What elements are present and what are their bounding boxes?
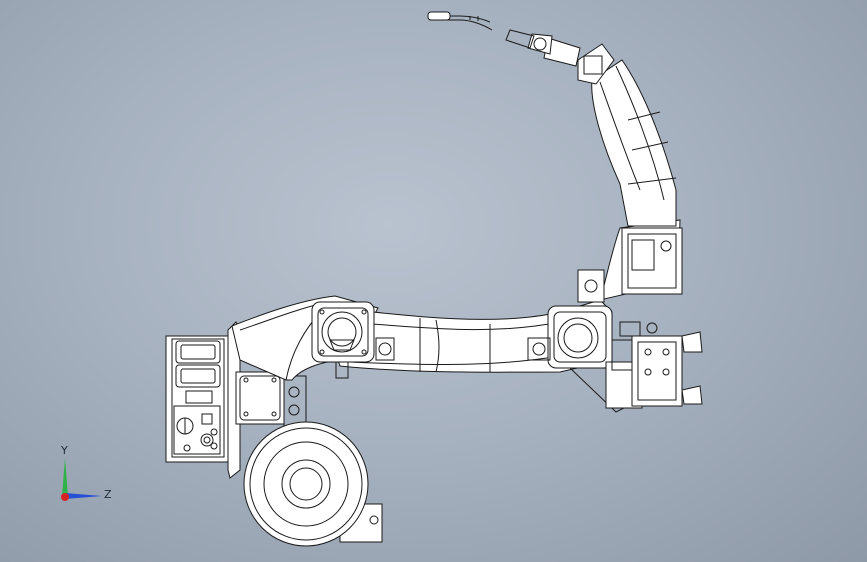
- elbow-joint[interactable]: [527, 305, 643, 413]
- coordinate-triad: Y Z: [60, 444, 112, 501]
- y-axis-arrow: [62, 458, 68, 496]
- welding-torch[interactable]: [427, 11, 615, 85]
- control-cabinet[interactable]: [165, 335, 229, 463]
- tool-changer[interactable]: [611, 321, 703, 407]
- z-axis-label: Z: [104, 488, 112, 501]
- x-axis-dot: [61, 493, 69, 501]
- shoulder-joint[interactable]: [311, 301, 395, 379]
- robot-base[interactable]: [227, 321, 307, 479]
- z-axis-arrow: [65, 493, 102, 499]
- base-drum[interactable]: [243, 421, 383, 547]
- upper-arm[interactable]: [577, 59, 683, 303]
- y-axis-label: Y: [60, 444, 68, 457]
